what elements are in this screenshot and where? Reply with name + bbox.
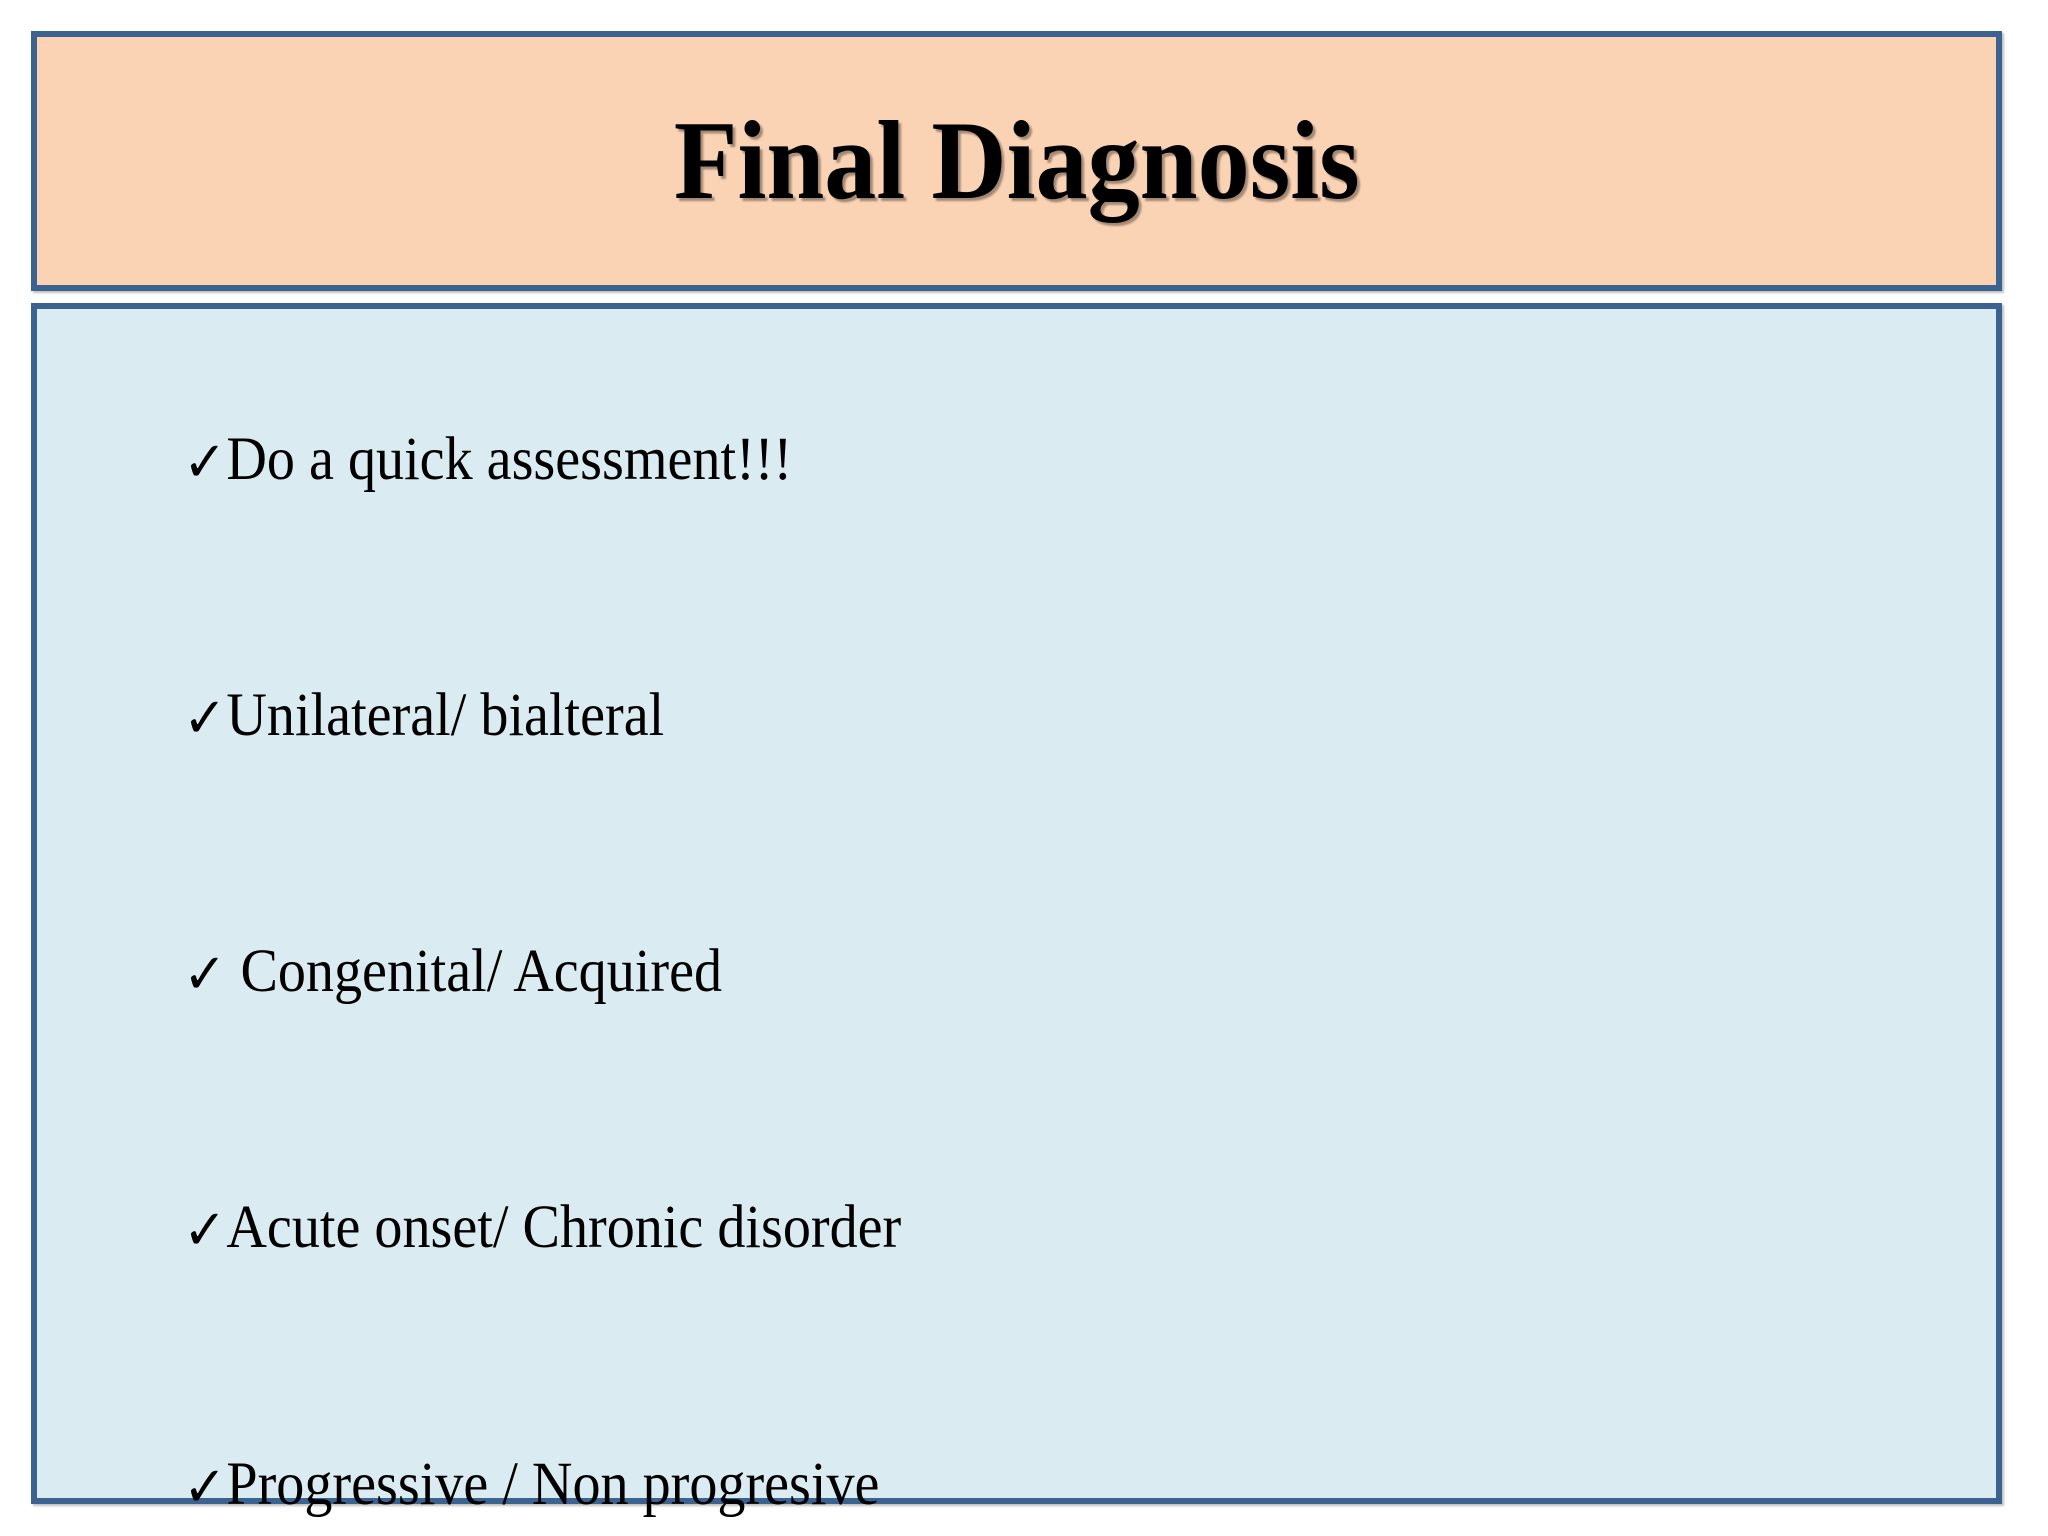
list-item: ✓Progressive / Non progresive: [71, 1389, 1805, 1536]
list-item-label: Congenital/ Acquired: [226, 938, 723, 1006]
check-icon: ✓: [183, 430, 227, 496]
check-icon: ✓: [183, 1198, 227, 1264]
bullet-list: ✓Do a quick assessment!!! ✓Unilateral/ b…: [71, 364, 1956, 1536]
list-item: ✓Do a quick assessment!!!: [71, 364, 1805, 556]
list-item-label: Unilateral/ bialteral: [226, 682, 665, 750]
list-item-label: Acute onset/ Chronic disorder: [226, 1194, 902, 1262]
list-item-label: Do a quick assessment!!!: [226, 426, 793, 494]
list-item: ✓ Congenital/ Acquired: [71, 876, 1805, 1068]
page-title: Final Diagnosis: [673, 99, 1360, 223]
list-item-label: Progressive / Non progresive: [226, 1450, 880, 1518]
check-icon: ✓: [183, 1454, 227, 1520]
check-icon: ✓: [183, 942, 227, 1008]
title-banner: Final Diagnosis: [31, 31, 2002, 291]
content-panel: ✓Do a quick assessment!!! ✓Unilateral/ b…: [31, 303, 2002, 1516]
check-icon: ✓: [183, 686, 227, 752]
list-item: ✓Unilateral/ bialteral: [71, 620, 1805, 812]
list-item: ✓Acute onset/ Chronic disorder: [71, 1132, 1805, 1324]
